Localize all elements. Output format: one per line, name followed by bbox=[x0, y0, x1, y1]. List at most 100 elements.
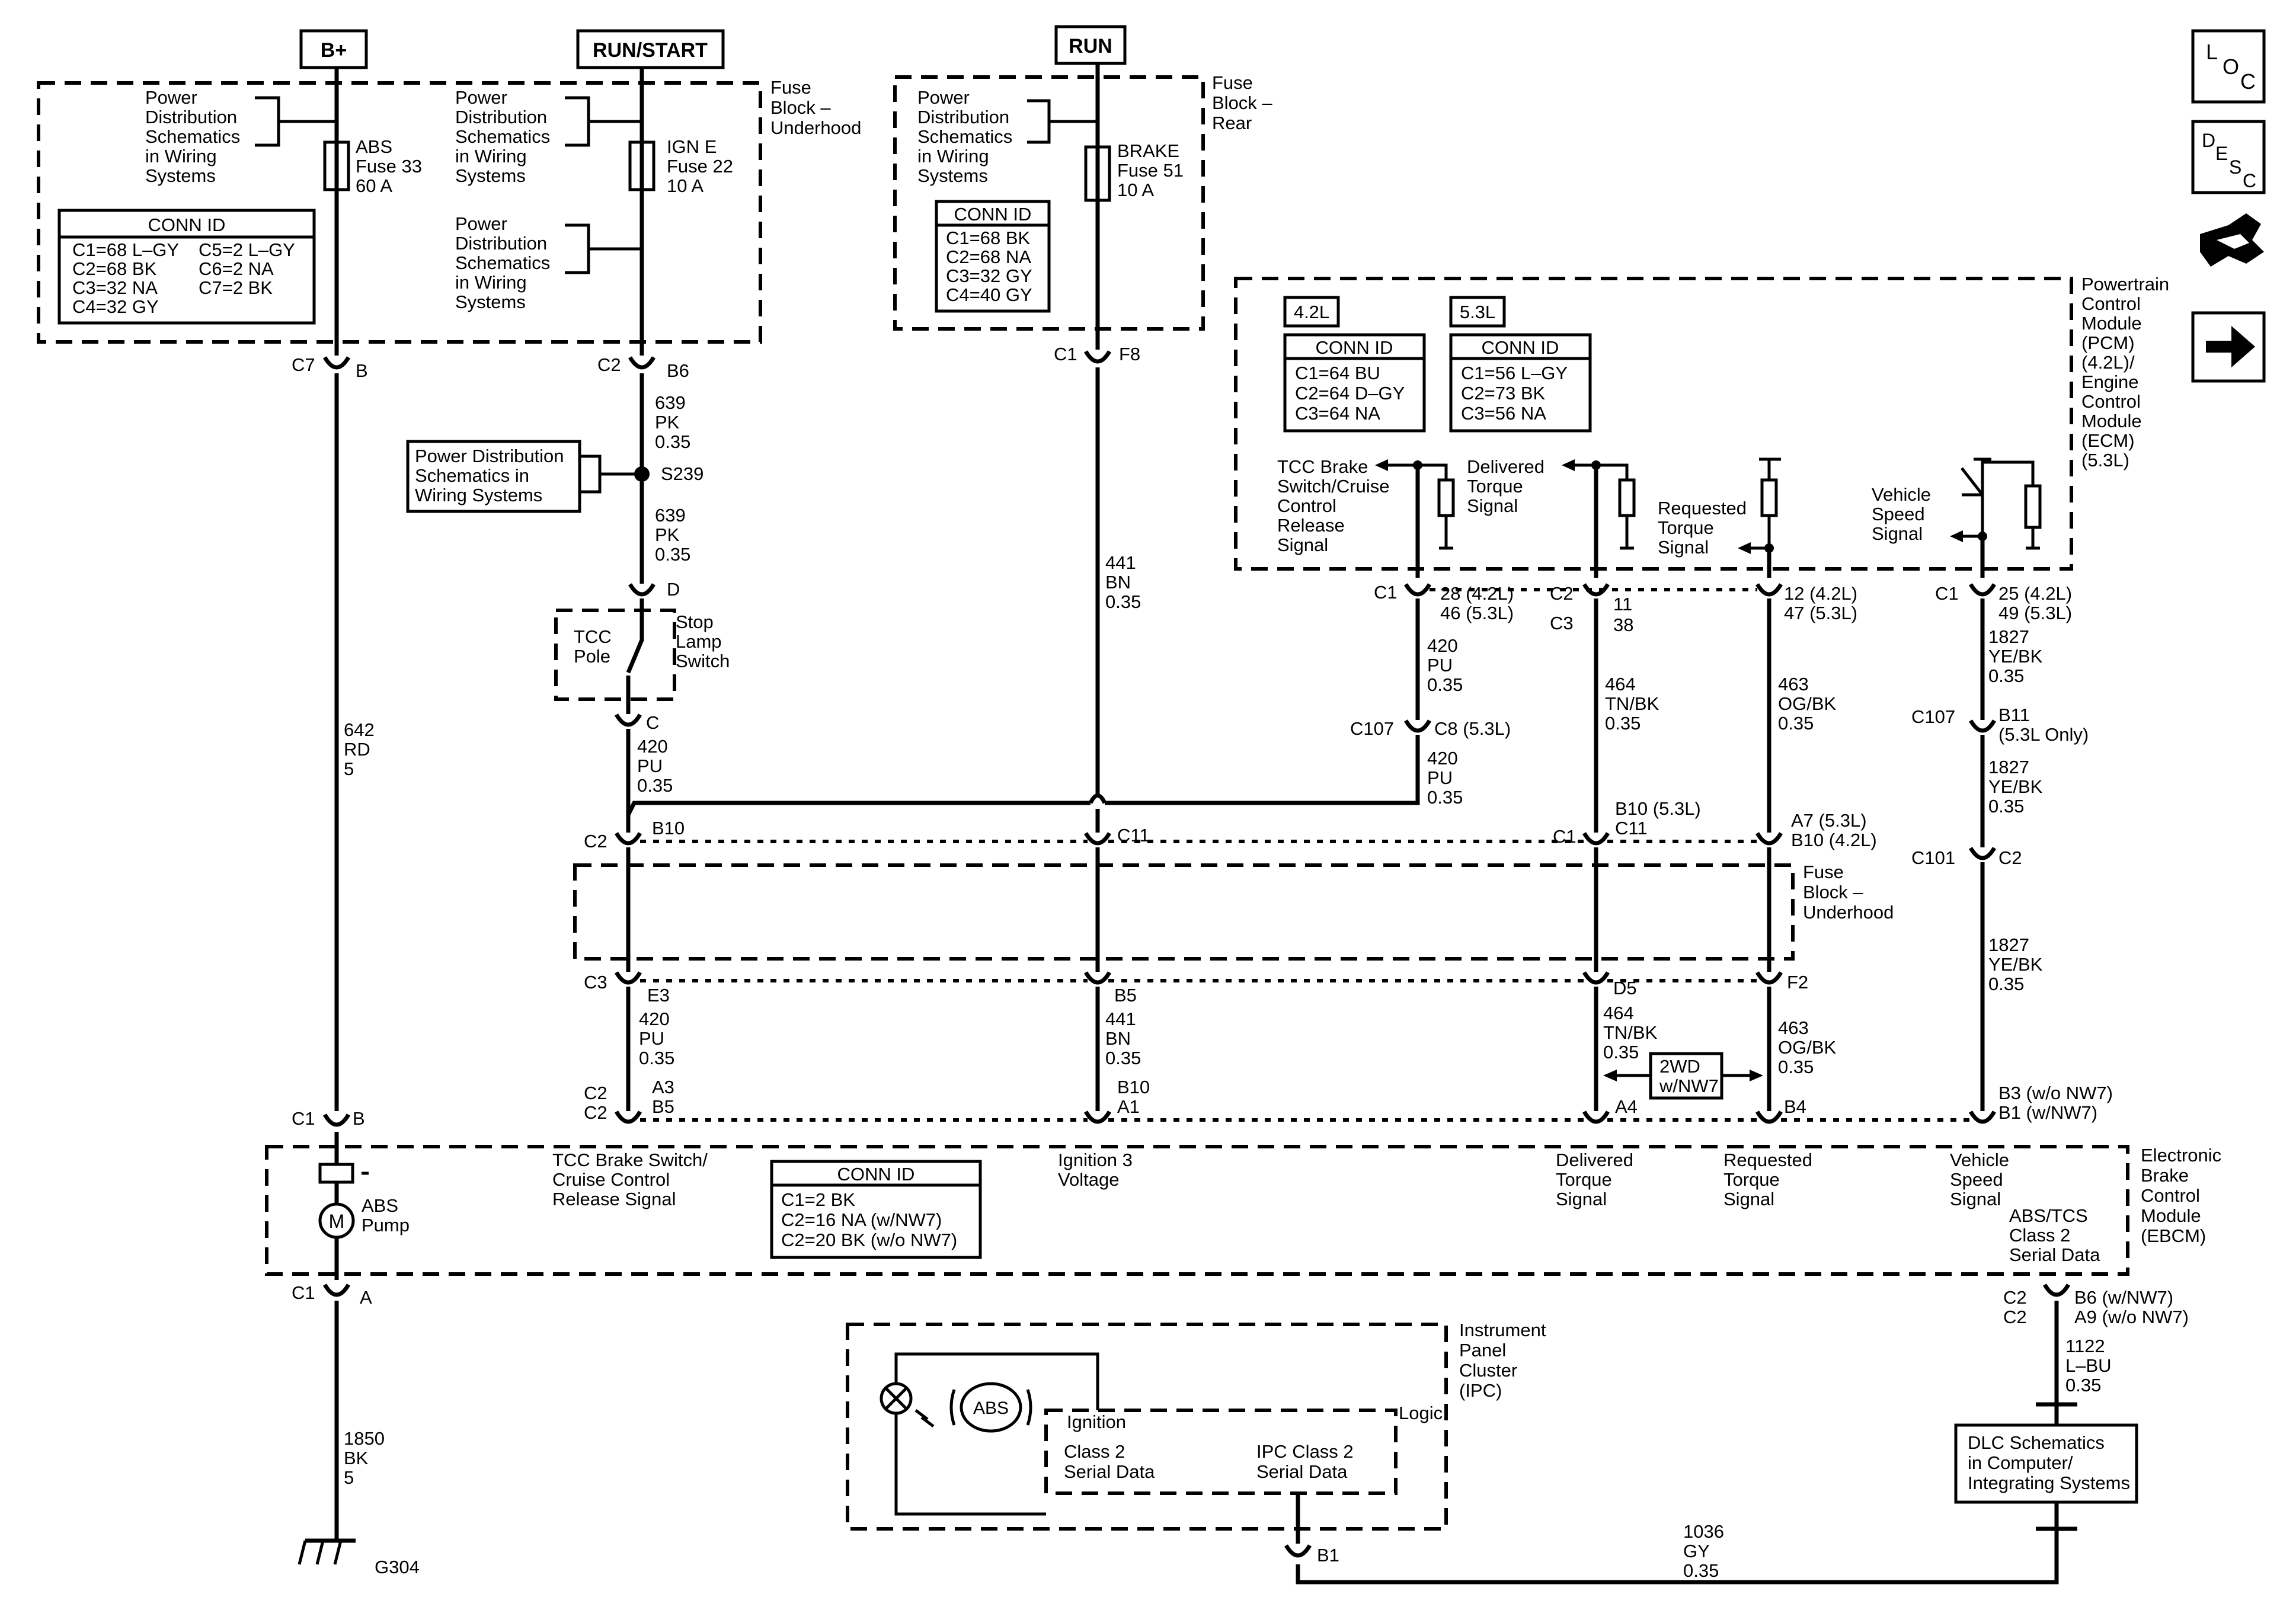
svg-text:C2: C2 bbox=[597, 354, 621, 375]
svg-text:1827: 1827 bbox=[1988, 934, 2029, 955]
svg-text:S: S bbox=[2229, 156, 2241, 178]
svg-text:TCC: TCC bbox=[574, 626, 612, 647]
connector-cup bbox=[1083, 350, 1112, 364]
connector-cup bbox=[1968, 1110, 1997, 1124]
svg-text:Speed: Speed bbox=[1872, 504, 1925, 524]
svg-text:0.35: 0.35 bbox=[1427, 674, 1463, 695]
svg-text:Module: Module bbox=[2141, 1205, 2201, 1226]
svg-text:Fuse: Fuse bbox=[1803, 862, 1844, 882]
connector-cup bbox=[1582, 1110, 1610, 1124]
svg-text:C2=20 BK (w/o NW7): C2=20 BK (w/o NW7) bbox=[781, 1230, 957, 1250]
svg-text:C2: C2 bbox=[2003, 1287, 2027, 1308]
svg-text:A7 (5.3L): A7 (5.3L) bbox=[1791, 810, 1867, 831]
svg-text:Lamp: Lamp bbox=[676, 631, 722, 652]
svg-text:C107: C107 bbox=[1911, 706, 1955, 727]
svg-text:BK: BK bbox=[344, 1448, 369, 1468]
svg-text:L: L bbox=[2206, 40, 2218, 64]
svg-text:Schematics: Schematics bbox=[455, 252, 550, 273]
svg-text:0.35: 0.35 bbox=[1105, 1048, 1141, 1068]
svg-text:C4=40 GY: C4=40 GY bbox=[946, 284, 1032, 305]
svg-text:C2: C2 bbox=[1998, 847, 2022, 868]
svg-text:C2: C2 bbox=[584, 831, 607, 852]
tool-icon[interactable] bbox=[2200, 213, 2264, 267]
fuse-block-underhood-label: Fuse Block – Underhood bbox=[770, 77, 861, 138]
svg-text:C1: C1 bbox=[292, 1282, 315, 1303]
svg-text:Serial Data: Serial Data bbox=[1064, 1461, 1155, 1482]
svg-text:TCC Brake: TCC Brake bbox=[1277, 456, 1368, 477]
svg-text:DLC Schematics: DLC Schematics bbox=[1968, 1432, 2105, 1453]
connector-cup bbox=[628, 583, 656, 597]
svg-text:Panel: Panel bbox=[1459, 1340, 1506, 1361]
connector-cup bbox=[1755, 832, 1783, 846]
svg-text:Fuse: Fuse bbox=[1212, 72, 1253, 93]
svg-text:PK: PK bbox=[655, 524, 680, 545]
svg-text:Schematics: Schematics bbox=[917, 126, 1012, 147]
fuse-block-mid-label: Fuse Block – Underhood bbox=[1803, 862, 1894, 923]
svg-text:Systems: Systems bbox=[455, 165, 526, 186]
svg-text:Cluster: Cluster bbox=[1459, 1360, 1517, 1381]
ipc-label: Instrument Panel Cluster (IPC) bbox=[1459, 1320, 1546, 1401]
svg-text:Switch: Switch bbox=[676, 651, 730, 671]
svg-text:38: 38 bbox=[1613, 614, 1633, 635]
arrow-right-icon[interactable] bbox=[2191, 311, 2266, 383]
svg-text:Powertrain: Powertrain bbox=[2081, 274, 2169, 295]
svg-text:47 (5.3L): 47 (5.3L) bbox=[1784, 603, 1857, 623]
svg-text:0.35: 0.35 bbox=[1988, 665, 2024, 686]
ebcm-sig-req: Requested Torque Signal bbox=[1723, 1150, 1812, 1209]
svg-text:Distribution: Distribution bbox=[455, 233, 547, 254]
svg-text:Schematics: Schematics bbox=[145, 126, 240, 147]
svg-text:in Wiring: in Wiring bbox=[455, 272, 527, 293]
svg-text:Instrument: Instrument bbox=[1459, 1320, 1546, 1340]
connector-cup bbox=[614, 713, 642, 727]
brake-fuse: BRAKE Fuse 51 10 A bbox=[1084, 140, 1184, 202]
svg-text:1850: 1850 bbox=[344, 1428, 385, 1449]
pcm-sig-requested: Requested Torque Signal bbox=[1658, 457, 1781, 578]
ebcm-sig-del: Delivered Torque Signal bbox=[1556, 1150, 1633, 1209]
svg-text:Torque: Torque bbox=[1556, 1169, 1612, 1190]
ebcm-sig-vss: Vehicle Speed Signal bbox=[1950, 1150, 2009, 1209]
svg-text:D5: D5 bbox=[1613, 978, 1637, 998]
desc-icon[interactable]: D E S C bbox=[2191, 120, 2266, 194]
svg-text:OG/BK: OG/BK bbox=[1778, 1037, 1837, 1058]
svg-text:C2: C2 bbox=[2003, 1307, 2027, 1327]
svg-text:C3: C3 bbox=[584, 972, 607, 993]
connector-cup bbox=[2042, 1283, 2071, 1297]
svg-text:Signal: Signal bbox=[1950, 1189, 2001, 1209]
svg-text:(PCM): (PCM) bbox=[2081, 332, 2135, 353]
svg-text:Ignition: Ignition bbox=[1067, 1411, 1126, 1432]
svg-text:Signal: Signal bbox=[1872, 523, 1923, 544]
svg-text:B4: B4 bbox=[1784, 1096, 1806, 1117]
connector-labels: C7 B C2 B6 C1 F8 D C C1 28 (4.2L) 46 (5.… bbox=[292, 344, 2189, 1566]
connector-cup bbox=[1755, 971, 1783, 985]
supply-bplus: B+ bbox=[299, 29, 368, 69]
wire-labels: 642 RD 5 639 PK 0.35 639 PK 0.35 420 PU … bbox=[344, 392, 2112, 1581]
svg-text:11: 11 bbox=[1613, 594, 1632, 614]
wire-420-join bbox=[626, 801, 1091, 816]
connector-cup bbox=[1284, 1544, 1312, 1558]
svg-text:639: 639 bbox=[655, 505, 686, 526]
svg-text:12 (4.2L): 12 (4.2L) bbox=[1784, 583, 1857, 604]
connector-cup bbox=[322, 1113, 351, 1127]
svg-text:C8 (5.3L): C8 (5.3L) bbox=[1434, 718, 1511, 739]
svg-text:Control: Control bbox=[1277, 495, 1336, 516]
loc-icon[interactable]: L O C bbox=[2191, 29, 2266, 104]
pcm-sig-vss: Vehicle Speed Signal bbox=[1872, 457, 2042, 578]
conn-id-ebcm: CONN ID C1=2 BK C2=16 NA (w/NW7) C2=20 B… bbox=[770, 1160, 982, 1259]
svg-text:CONN ID: CONN ID bbox=[954, 204, 1032, 225]
svg-text:B10 (4.2L): B10 (4.2L) bbox=[1791, 830, 1877, 850]
svg-text:0.35: 0.35 bbox=[1603, 1042, 1639, 1062]
fuse-block-underhood-outline bbox=[37, 81, 762, 344]
svg-text:Serial Data: Serial Data bbox=[1256, 1461, 1348, 1482]
stoplamp-label: Stop Lamp Switch bbox=[676, 612, 730, 671]
svg-text:0.35: 0.35 bbox=[1683, 1560, 1719, 1581]
svg-text:Power: Power bbox=[455, 213, 507, 234]
connector-cup bbox=[1968, 719, 1997, 733]
svg-text:0.35: 0.35 bbox=[1605, 713, 1641, 734]
svg-text:B1: B1 bbox=[1317, 1545, 1339, 1566]
svg-text:Pole: Pole bbox=[574, 646, 610, 667]
svg-text:C1=68 L–GY: C1=68 L–GY bbox=[72, 239, 179, 260]
svg-text:C1=56 L–GY: C1=56 L–GY bbox=[1461, 363, 1568, 383]
svg-text:Switch/Cruise: Switch/Cruise bbox=[1277, 476, 1390, 497]
svg-text:C: C bbox=[2240, 69, 2256, 94]
svg-text:Control: Control bbox=[2081, 293, 2141, 314]
